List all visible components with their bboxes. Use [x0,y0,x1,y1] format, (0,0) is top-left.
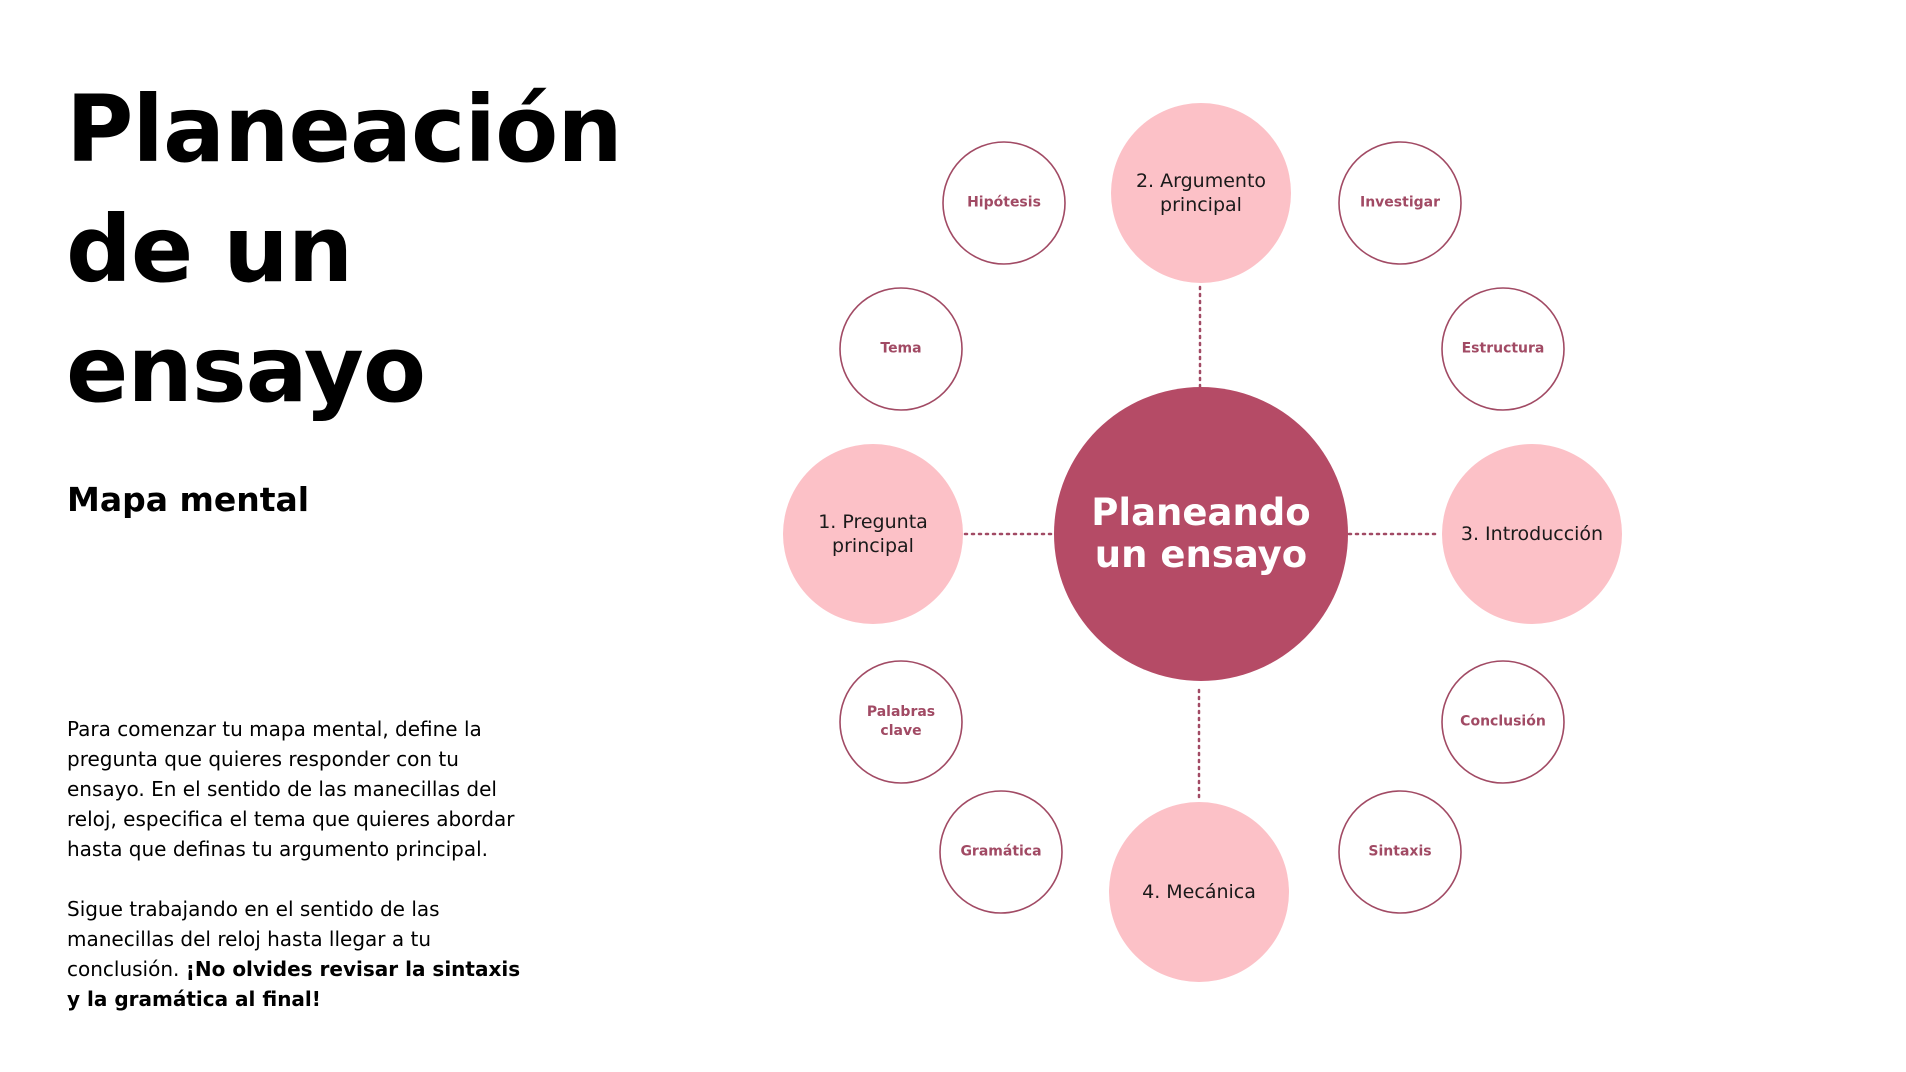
branch-node-argumento: 2. Argumento principal [1116,169,1286,217]
sub-node-circle [839,660,963,784]
branch-node-line: 4. Mecánica [1142,881,1256,903]
sub-node-circle [1441,287,1565,411]
sub-node-line: Gramática [960,843,1042,860]
branch-node-mecanica: 4. Mecánica [1114,880,1284,904]
sub-node-circle [839,287,963,411]
sub-node-palabras-clave: Palabras clave [844,703,959,741]
sub-node-gramatica: Gramática [944,843,1059,862]
sub-node-line: Tema [880,340,922,357]
branch-node-line: 3. Introducción [1460,523,1604,545]
instructions-paragraph: Para comenzar tu mapa mental, define la … [67,717,515,861]
sub-node-conclusion: Conclusión [1446,713,1561,732]
sub-node-line: Investigar [1360,194,1440,211]
sub-node-investigar: Investigar [1343,194,1458,213]
branch-node-line: 1. Pregunta [818,511,928,533]
sub-node-circle [1441,660,1565,784]
sub-node-circle [1338,790,1462,914]
page-title-line: Planeación [66,76,623,183]
page-title: Planeación de un ensayo [66,70,626,430]
branch-node-circle [1442,444,1622,624]
page-title-line: de un [66,196,353,303]
sub-node-sintaxis: Sintaxis [1343,843,1458,862]
branch-node-line: principal [832,535,914,557]
instructions: Para comenzar tu mapa mental, define la … [67,714,537,1014]
sub-node-estructura: Estructura [1446,340,1561,359]
branch-node-circle [783,444,963,624]
sub-node-line: Estructura [1461,340,1545,357]
sub-node-circle [942,141,1066,265]
sub-node-line: Conclusión [1460,713,1546,730]
branch-node-circle [1111,103,1291,283]
branch-node-line: principal [1160,194,1242,216]
sub-node-line: clave [880,723,922,739]
center-node-line: un ensayo [1094,533,1308,576]
sub-node-line: Hipótesis [967,194,1041,211]
sub-node-line: Palabras [866,704,936,720]
branch-node-circle [1109,802,1289,982]
branch-node-introduccion: 3. Introducción [1447,522,1617,546]
instructions-emphasis: ¡No olvides revisar la sintaxis y la gra… [67,957,521,1011]
sub-node-tema: Tema [844,340,959,359]
instructions-text: Sigue trabajando en el sentido de las ma… [67,897,440,981]
branch-node-line: 2. Argumento [1135,170,1267,192]
instructions-paragraph: Sigue trabajando en el sentido de las ma… [67,894,537,1014]
page-title-line: ensayo [66,316,426,423]
sub-node-circle [1338,141,1462,265]
sub-node-hipotesis: Hipótesis [947,194,1062,213]
center-node-circle [1054,387,1348,681]
sub-node-line: Sintaxis [1368,843,1432,860]
sub-node-circle [939,790,1063,914]
page-subtitle: Mapa mental [67,480,310,519]
center-node: Planeando un ensayo [1061,492,1341,576]
branch-node-pregunta: 1. Pregunta principal [788,510,958,558]
center-node-line: Planeando [1091,491,1311,534]
